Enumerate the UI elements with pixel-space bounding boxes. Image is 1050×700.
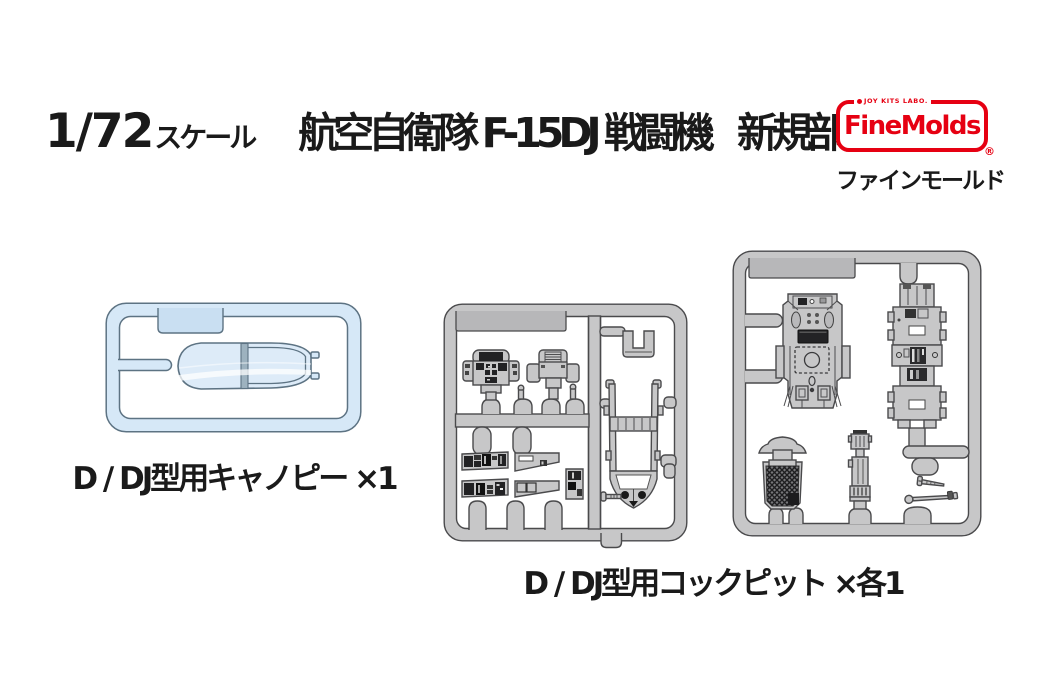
registered-trademark: ® — [984, 145, 995, 158]
ejection-seat-part — [758, 436, 807, 510]
canopy-hinge-tab — [310, 372, 320, 380]
rear-instrument-panel-part — [526, 349, 580, 400]
clear-canopy-sprue — [105, 302, 362, 433]
scale-number: 1/72 — [45, 104, 154, 159]
logo-brand-text: FineMolds — [843, 111, 982, 141]
control-stick-part — [569, 383, 577, 400]
bolt-part — [916, 475, 945, 487]
canopy-sprue-tag — [157, 308, 224, 334]
canopy-hinge-tab — [310, 351, 320, 359]
canopy-part — [177, 342, 320, 390]
sprue-b-runners — [745, 263, 970, 524]
sprue-a-gate-stub — [600, 533, 623, 549]
page-title: 1/72 スケール 航空自衛隊 F-15DJ 戦闘機 新規部品 — [45, 104, 883, 159]
side-console-part — [514, 480, 560, 498]
canopy-runner-arm — [118, 358, 173, 372]
control-stick-part — [517, 384, 525, 400]
side-console-part — [514, 452, 560, 472]
logo-tagline-text: JOY KITS LABO. — [864, 97, 928, 105]
cockpit-sprue-b — [732, 250, 982, 537]
avionics-box-part — [565, 468, 584, 500]
u-bracket-part — [622, 330, 655, 358]
sprue-a-tag — [455, 311, 567, 332]
scale-suffix: スケール — [154, 121, 257, 154]
cockpit-sprue-a — [443, 303, 688, 549]
cockpit-tub-part — [775, 293, 851, 409]
canopy-frame-divider — [240, 342, 249, 390]
logo-japanese-text: ファインモールド — [836, 168, 1006, 194]
finemolds-logo-box: JOY KITS LABO. FineMolds ® — [836, 97, 995, 158]
logo-tagline: JOY KITS LABO. — [854, 97, 931, 105]
finemolds-logo: JOY KITS LABO. FineMolds ® ファインモールド — [836, 97, 1006, 195]
canopy-highlight — [178, 361, 312, 369]
control-column-part — [904, 490, 959, 505]
kit-title: 航空自衛隊 F-15DJ 戦闘機 — [298, 109, 715, 157]
seat-frame-part — [847, 430, 873, 510]
side-console-part — [461, 451, 509, 471]
pin-part — [600, 491, 622, 502]
cockpit-label: D / DJ型用コックピット ×各1 — [523, 566, 905, 602]
ejection-seat-rails-part — [887, 283, 947, 429]
canopy-sill-frame-part — [603, 379, 664, 509]
sprue-b-tag — [748, 258, 856, 279]
canopy-highlight — [179, 368, 311, 381]
front-instrument-panel-part — [462, 349, 520, 401]
canopy-label: D / DJ型用キャノピー ×1 — [72, 461, 398, 497]
logo-dot-icon — [857, 98, 862, 104]
side-console-part — [461, 478, 509, 498]
